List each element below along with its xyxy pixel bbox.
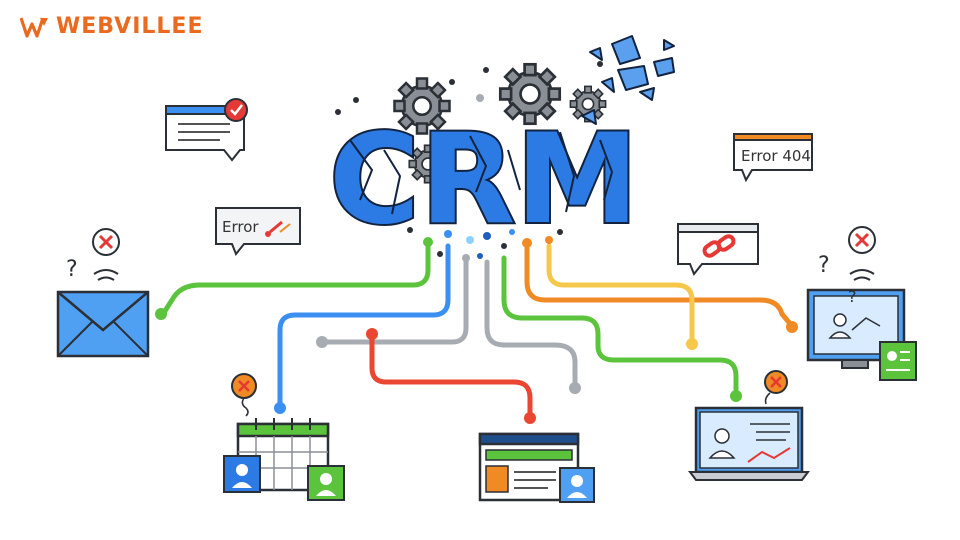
user-card-icon xyxy=(879,341,917,381)
desktop-monitor-icon: ? ? xyxy=(806,226,917,381)
envelope-icon: ? xyxy=(56,228,150,358)
brand-logo[interactable]: WEBVILLEE xyxy=(20,14,203,39)
endpoint-gray-right xyxy=(569,382,581,394)
broken-link-icon xyxy=(702,234,736,258)
flying-shards xyxy=(581,35,675,125)
green-line-to-laptop xyxy=(501,255,739,397)
endpoint-yellow-monitor xyxy=(686,338,698,350)
crm-title: CRM xyxy=(327,106,641,254)
scatter-dots xyxy=(335,61,603,262)
error-bubble: Error xyxy=(215,207,301,256)
crm-title-text: CRM xyxy=(329,108,639,252)
question-mark-icon: ? xyxy=(848,287,857,306)
gray-line-to-browser xyxy=(484,259,578,389)
gray-line-left xyxy=(319,255,469,345)
calendar-icon xyxy=(223,373,345,501)
endpoint-red-top xyxy=(366,328,378,340)
error-404-bubble: Error 404 xyxy=(733,133,813,183)
orange-line-to-monitor xyxy=(524,240,795,329)
error-label: Error xyxy=(222,218,259,236)
browser-window-icon xyxy=(478,432,595,503)
yellow-line-to-monitor xyxy=(546,243,695,345)
endpoint-gray-left xyxy=(316,336,328,348)
broken-link-icon xyxy=(265,220,291,237)
connector-lines xyxy=(160,239,795,419)
green-line-to-envelope xyxy=(160,239,431,317)
red-line-to-browser xyxy=(369,331,533,419)
broken-link-bubble xyxy=(677,223,759,276)
endpoint-red-browser xyxy=(524,412,536,424)
crack-lines xyxy=(349,131,614,215)
error-404-label: Error 404 xyxy=(741,147,811,165)
webvillee-logo-icon xyxy=(20,16,48,38)
question-mark-icon: ? xyxy=(818,253,830,278)
endpoint-green-envelope xyxy=(155,308,167,320)
check-icon xyxy=(224,98,248,122)
connector-endpoints xyxy=(155,308,798,424)
user-card-icon xyxy=(223,455,261,493)
endpoint-green-laptop xyxy=(730,390,742,402)
question-mark-icon: ? xyxy=(66,257,78,282)
brand-name: WEBVILLEE xyxy=(56,14,204,39)
message-bubble-check xyxy=(165,98,248,162)
endpoint-blue-calendar xyxy=(274,402,286,414)
blue-line-to-calendar xyxy=(277,243,451,409)
laptop-dashboard-icon xyxy=(688,370,810,481)
endpoint-orange-monitor xyxy=(786,321,798,333)
